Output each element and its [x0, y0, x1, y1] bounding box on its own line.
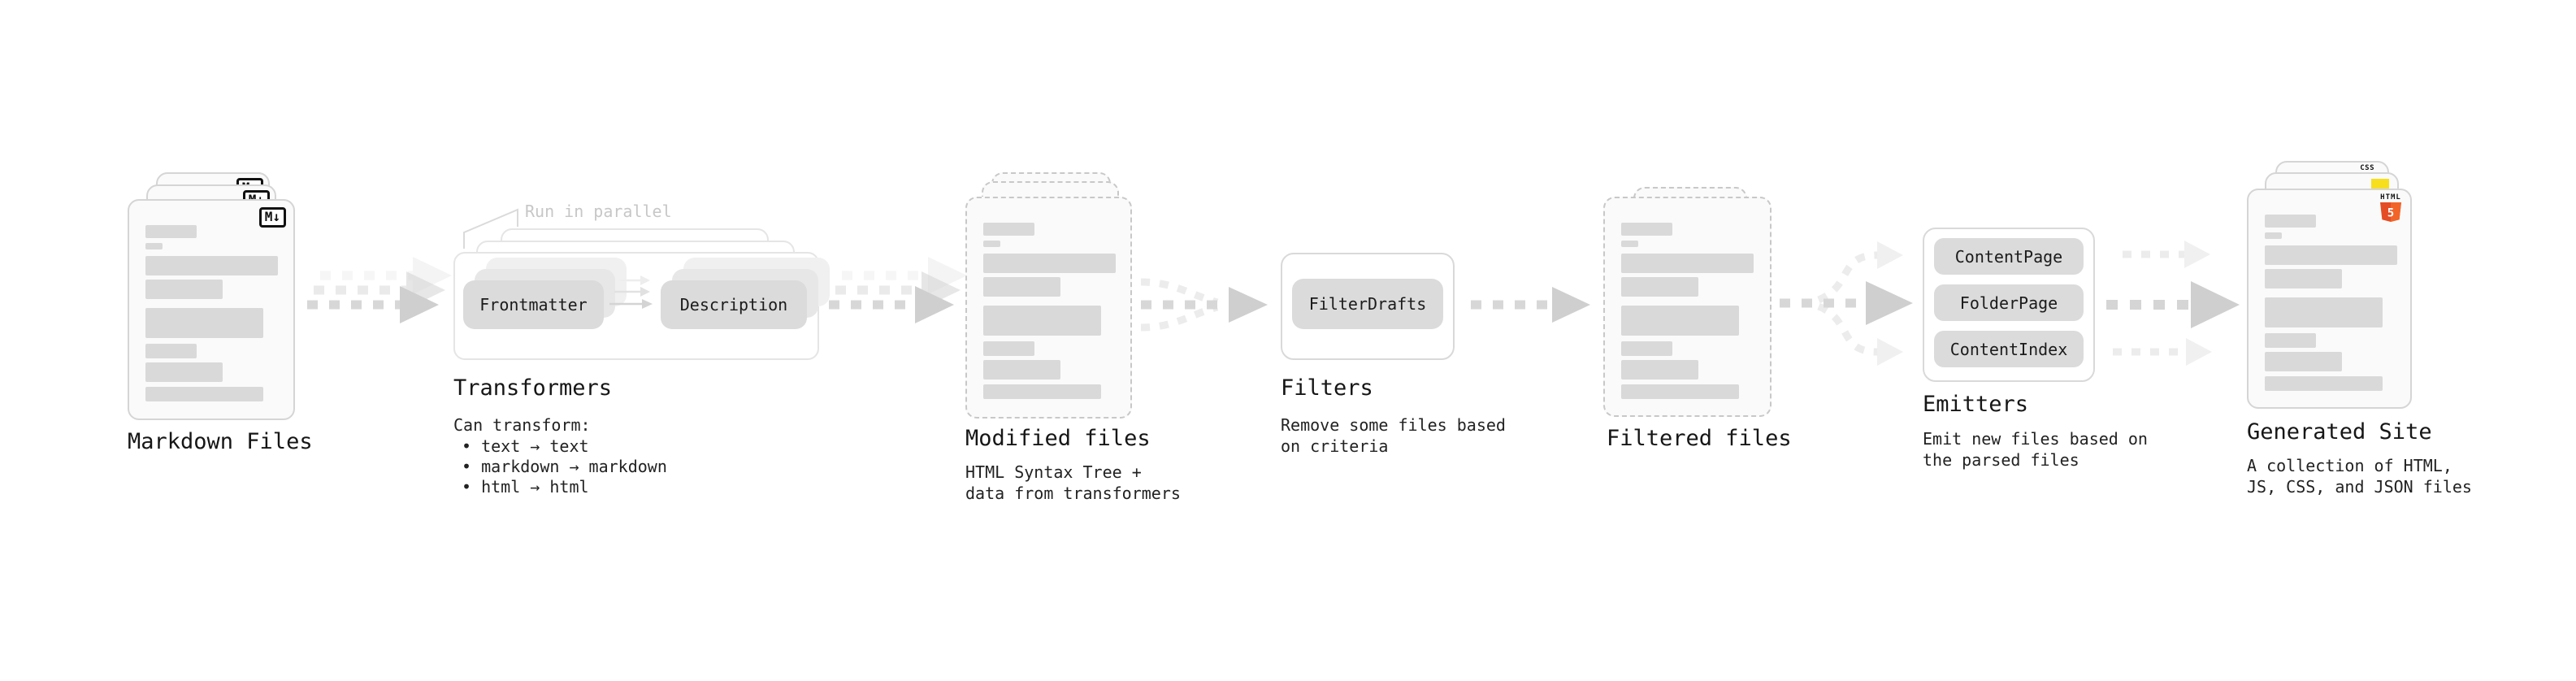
text-placeholder-bar	[2265, 232, 2282, 239]
text-placeholder-bar	[2265, 376, 2383, 391]
markdown-files-label: Markdown Files	[128, 429, 313, 454]
text-placeholder-bar	[145, 362, 223, 382]
frontmatter-node: Frontmatter	[463, 280, 604, 329]
text-placeholder-bar	[2265, 245, 2397, 265]
arrow-filtered-to-emitters-diverge	[1780, 241, 1913, 366]
text-placeholder-bar	[1621, 306, 1739, 336]
folderpage-node: FolderPage	[1934, 284, 2084, 321]
text-placeholder-bar	[2265, 215, 2316, 228]
generated-html-file-card: HTML 5	[2247, 189, 2412, 409]
text-placeholder-bar	[983, 277, 1060, 297]
text-placeholder-bar	[983, 306, 1101, 336]
filters-title: Filters	[1281, 375, 1373, 401]
stage-transformers: Run in parallel Frontmatter Description …	[453, 202, 835, 513]
stage-markdown-files: M↓ M↓ M↓ Markdown Files	[128, 161, 339, 470]
stage-generated-site: CSS HTML 5 Generated Site A coll	[2247, 161, 2474, 510]
bullet-item: • text → text	[462, 436, 589, 456]
text-placeholder-bar	[1621, 360, 1698, 380]
stage-filters: FilterDrafts Filters Remove some files b…	[1281, 253, 1524, 472]
filters-description: Remove some files based on criteria	[1281, 415, 1506, 456]
text-placeholder-bar	[145, 308, 263, 338]
text-placeholder-bar	[1621, 277, 1698, 297]
text-placeholder-bar	[145, 387, 263, 401]
text-placeholder-bar	[983, 341, 1034, 356]
markdown-icon: M↓	[258, 207, 286, 228]
stage-emitters: ContentPage FolderPage ContentIndex Emit…	[1923, 228, 2166, 479]
transformers-bullet-list: • text → text • markdown → markdown • ht…	[462, 436, 667, 497]
text-placeholder-bar	[1621, 341, 1672, 356]
modified-files-description: HTML Syntax Tree + data from transformer…	[965, 462, 1181, 503]
filtered-file-card-front	[1603, 197, 1772, 417]
text-placeholder-bar	[145, 243, 163, 249]
html5-file-icon: HTML 5	[2379, 194, 2403, 222]
transformers-title: Transformers	[453, 375, 613, 401]
text-placeholder-bar	[1621, 241, 1638, 247]
description-node: Description	[661, 280, 807, 329]
modified-files-label: Modified files	[965, 426, 1151, 451]
arrow-markdown-to-transformers	[307, 257, 452, 323]
js-file-icon	[2371, 179, 2389, 189]
html5-shield: 5	[2380, 202, 2401, 222]
contentindex-node: ContentIndex	[1934, 331, 2084, 367]
bullet-item: • html → html	[462, 477, 589, 497]
text-placeholder-bar	[1621, 223, 1672, 236]
text-placeholder-bar	[145, 344, 197, 358]
text-placeholder-bar	[145, 225, 197, 238]
bullet-item: • markdown → markdown	[462, 457, 667, 476]
svg-text:5: 5	[2387, 207, 2394, 220]
transformers-list-heading: Can transform:	[453, 415, 591, 435]
generated-site-description: A collection of HTML, JS, CSS, and JSON …	[2247, 456, 2472, 497]
text-placeholder-bar	[1621, 254, 1754, 273]
text-placeholder-bar	[145, 256, 278, 275]
stage-modified-files: Modified files HTML Syntax Tree + data f…	[965, 172, 1209, 514]
text-placeholder-bar	[983, 241, 1000, 247]
text-placeholder-bar	[2265, 269, 2342, 288]
text-placeholder-bar	[145, 280, 223, 299]
text-placeholder-bar	[983, 360, 1060, 380]
text-placeholder-bar	[2265, 333, 2316, 348]
arrow-modified-to-filters-converge	[1140, 278, 1268, 332]
run-in-parallel-annotation: Run in parallel	[525, 202, 672, 221]
text-placeholder-bar	[983, 223, 1034, 236]
emitters-title: Emitters	[1923, 392, 2029, 417]
stage-filtered-files: Filtered files	[1603, 187, 1815, 463]
contentpage-node: ContentPage	[1934, 238, 2084, 275]
text-placeholder-bar	[983, 254, 1116, 273]
arrow-emitters-to-generated	[2106, 241, 2240, 366]
markdown-file-card-front: M↓	[128, 199, 295, 420]
generated-site-label: Generated Site	[2247, 419, 2432, 445]
html5-icon-word: HTML	[2380, 193, 2401, 202]
arrow-filters-to-filtered	[1471, 287, 1590, 323]
filterdrafts-node: FilterDrafts	[1292, 279, 1443, 329]
text-placeholder-bar	[2265, 297, 2383, 327]
text-placeholder-bar	[2265, 352, 2342, 371]
filtered-files-label: Filtered files	[1607, 426, 1792, 451]
text-placeholder-bar	[1621, 384, 1739, 399]
emitters-description: Emit new files based on the parsed files	[1923, 429, 2148, 470]
modified-file-card-front	[965, 197, 1132, 419]
arrow-transformers-to-modified	[829, 257, 967, 323]
text-placeholder-bar	[983, 384, 1101, 399]
